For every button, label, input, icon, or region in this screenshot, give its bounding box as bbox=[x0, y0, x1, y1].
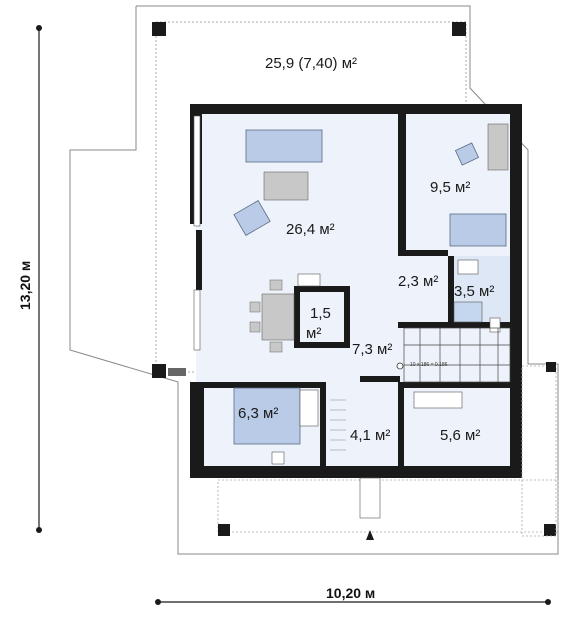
chair bbox=[249, 301, 261, 313]
wall-closet-r bbox=[398, 382, 404, 466]
wall-bottom bbox=[190, 466, 522, 478]
wall-kitchen-top bbox=[196, 382, 326, 388]
label-small-room: 5,6 м² bbox=[440, 427, 480, 444]
terrace-post bbox=[168, 368, 186, 376]
window bbox=[193, 115, 201, 227]
entrance-arrow bbox=[366, 530, 374, 540]
label-closet: 4,1 м² bbox=[350, 427, 390, 444]
kitchen-unit bbox=[299, 389, 319, 427]
staircase bbox=[403, 327, 511, 383]
entrance-door bbox=[359, 477, 381, 519]
width-dim-end bbox=[545, 599, 551, 605]
bed-sofa bbox=[449, 213, 507, 247]
height-dimension-label: 13,20 м bbox=[17, 261, 33, 310]
label-hall: 7,3 м² bbox=[352, 341, 392, 358]
terrace-outline bbox=[69, 5, 559, 555]
wall-corridor bbox=[398, 250, 448, 256]
wall-hall-h bbox=[294, 286, 350, 292]
chair bbox=[269, 341, 283, 353]
wall-right bbox=[510, 104, 522, 478]
appliance bbox=[413, 391, 463, 409]
porch-post bbox=[218, 524, 230, 536]
wall-left-mid bbox=[196, 230, 202, 290]
shower bbox=[453, 301, 483, 323]
label-pantry: 1,5 bbox=[310, 305, 331, 322]
label-bedroom: 9,5 м² bbox=[430, 179, 470, 196]
terrace-post bbox=[152, 364, 166, 378]
height-dim-end bbox=[36, 527, 42, 533]
armchair bbox=[233, 200, 271, 236]
chair bbox=[269, 279, 283, 291]
label-kitchen: 6,3 м² bbox=[238, 405, 278, 422]
label-pantry-unit: м² bbox=[306, 325, 321, 342]
toilet bbox=[489, 317, 501, 333]
wall-left-lower bbox=[190, 382, 204, 478]
label-living: 26,4 м² bbox=[286, 221, 335, 238]
width-dimension-label: 10,20 м bbox=[326, 585, 375, 601]
kitchen-stool bbox=[271, 451, 285, 465]
stair-note: 10 x 186 = 0.186 bbox=[410, 362, 448, 368]
wall-pantry-r bbox=[344, 286, 350, 348]
washbasin bbox=[457, 259, 479, 275]
wall-bath-left bbox=[448, 256, 454, 322]
wall-pantry-b bbox=[294, 342, 350, 348]
chair bbox=[249, 321, 261, 333]
coffee-table bbox=[263, 171, 309, 201]
right-terrace-post bbox=[546, 362, 556, 372]
label-corridor: 2,3 м² bbox=[398, 273, 438, 290]
wall-pantry-l bbox=[294, 286, 300, 348]
right-terrace bbox=[521, 365, 557, 537]
sofa bbox=[245, 129, 323, 163]
closet-shelves bbox=[330, 399, 346, 451]
kitchen-counter bbox=[233, 387, 301, 445]
desk-chair bbox=[454, 142, 480, 166]
wall-bedroom-left bbox=[398, 112, 406, 252]
width-dim-end bbox=[155, 599, 161, 605]
label-terrace-top: 25,9 (7,40) м² bbox=[265, 55, 357, 72]
height-dim-end bbox=[36, 25, 42, 31]
dining-table bbox=[261, 293, 295, 341]
wall-small-top bbox=[398, 382, 514, 388]
stair-start-marker bbox=[396, 362, 404, 370]
wall-closet-l bbox=[320, 388, 326, 468]
porch bbox=[217, 479, 559, 533]
stove bbox=[297, 273, 321, 287]
wall-stub bbox=[360, 376, 400, 382]
terrace-post bbox=[452, 22, 466, 36]
wall-stair-top bbox=[398, 322, 514, 328]
porch-post bbox=[544, 524, 556, 536]
terrace-post bbox=[152, 22, 166, 36]
wall-top bbox=[190, 104, 522, 114]
window bbox=[193, 289, 201, 351]
label-bathroom: 3,5 м² bbox=[454, 283, 494, 300]
desk bbox=[487, 123, 509, 171]
